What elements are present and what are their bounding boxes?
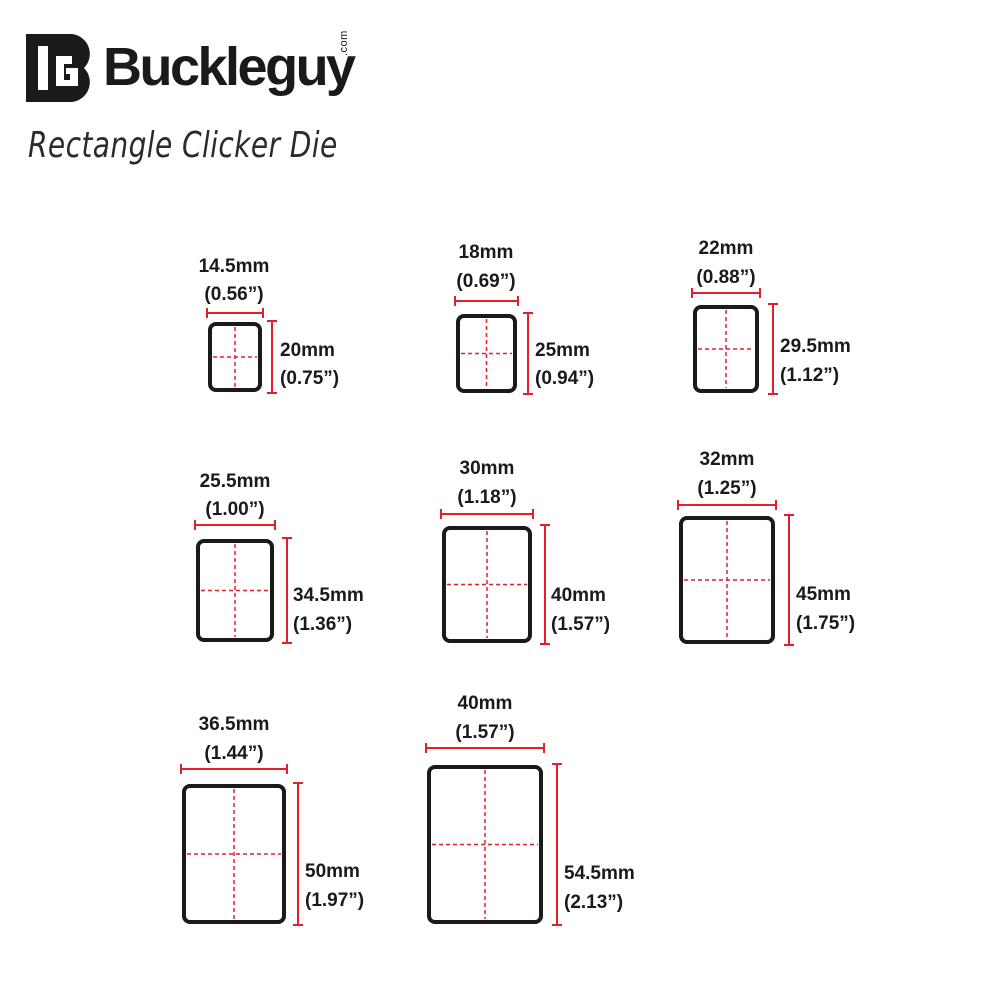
die-outline (427, 765, 543, 924)
width-mm-label: 30mm (460, 458, 515, 479)
width-in-label: (0.88”) (696, 267, 755, 288)
width-mm-label: 14.5mm (199, 256, 270, 277)
die-outline (182, 784, 286, 924)
height-in-label: (0.75”) (280, 368, 339, 389)
height-in-label: (1.36”) (293, 614, 352, 635)
width-in-label: (1.18”) (457, 487, 516, 508)
width-in-label: (0.69”) (456, 271, 515, 292)
height-mm-label: 34.5mm (293, 585, 364, 606)
die-8: 40mm (1.57”) 54.5mm (2.13”) (425, 693, 635, 926)
width-mm-label: 18mm (459, 242, 514, 263)
height-in-label: (1.97”) (305, 890, 364, 911)
width-mm-label: 36.5mm (199, 714, 270, 735)
width-mm-label: 25.5mm (200, 471, 271, 492)
width-in-label: (0.56”) (204, 284, 263, 305)
die-2: 18mm (0.69”) 25mm (0.94”) (454, 242, 594, 395)
die-3: 22mm (0.88”) 29.5mm (1.12”) (691, 238, 851, 395)
height-mm-label: 54.5mm (564, 863, 635, 884)
width-mm-label: 22mm (699, 238, 754, 259)
width-mm-label: 40mm (458, 693, 513, 714)
width-mm-label: 32mm (700, 449, 755, 470)
height-in-label: (1.12”) (780, 365, 839, 386)
die-outline (196, 539, 274, 642)
height-mm-label: 29.5mm (780, 336, 851, 357)
width-in-label: (1.00”) (205, 499, 264, 520)
brand-name: Buckleguy (103, 37, 356, 97)
height-in-label: (1.57”) (551, 614, 610, 635)
die-5: 30mm (1.18”) 40mm (1.57”) (440, 458, 610, 645)
die-outline (693, 305, 759, 393)
height-in-label: (2.13”) (564, 892, 623, 913)
die-6: 32mm (1.25”) 45mm (1.75”) (677, 449, 855, 646)
buckleguy-logo-icon (26, 34, 90, 102)
height-mm-label: 40mm (551, 585, 606, 606)
height-mm-label: 50mm (305, 861, 360, 882)
die-1: 14.5mm (0.56”) 20mm (0.75”) (199, 256, 339, 394)
width-in-label: (1.44”) (204, 743, 263, 764)
height-mm-label: 20mm (280, 340, 335, 361)
die-outline (456, 314, 517, 393)
width-in-label: (1.25”) (697, 478, 756, 499)
die-outline (442, 526, 532, 643)
die-outline (679, 516, 775, 644)
height-mm-label: 25mm (535, 340, 590, 361)
width-in-label: (1.57”) (455, 722, 514, 743)
height-in-label: (0.94”) (535, 368, 594, 389)
page-title: Rectangle Clicker Die (28, 125, 338, 166)
die-7: 36.5mm (1.44”) 50mm (1.97”) (180, 714, 364, 926)
die-outline (208, 322, 262, 392)
height-in-label: (1.75”) (796, 613, 855, 634)
height-mm-label: 45mm (796, 584, 851, 605)
die-4: 25.5mm (1.00”) 34.5mm (1.36”) (194, 471, 364, 644)
